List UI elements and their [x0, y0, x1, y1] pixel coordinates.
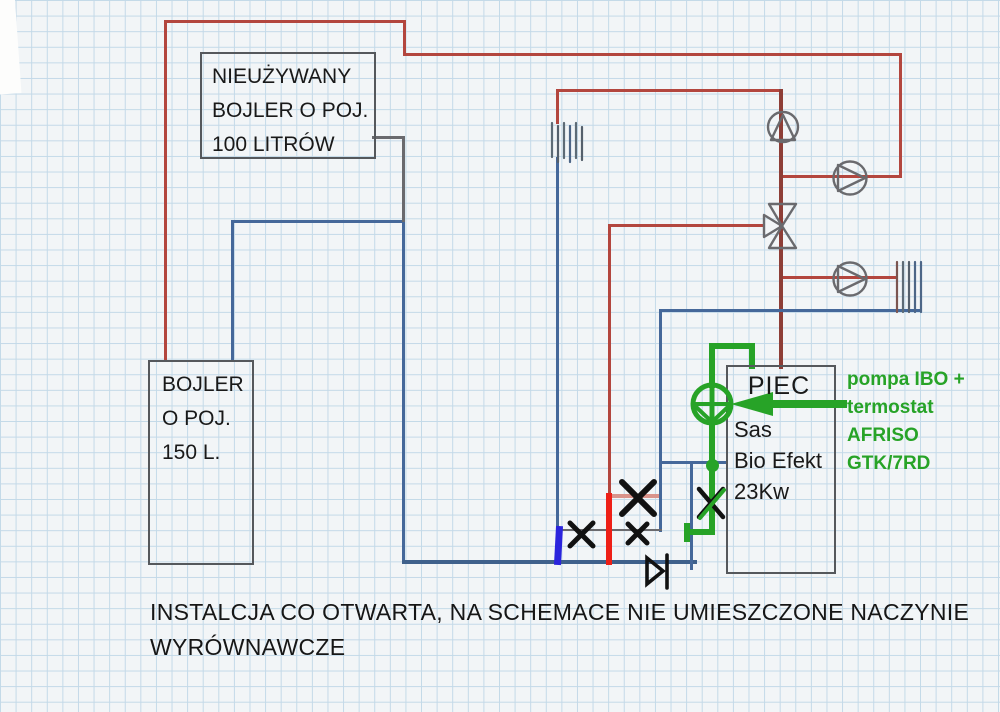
label-line: Sas	[734, 417, 772, 442]
pipe-hot-radiator1-feed	[556, 89, 559, 124]
pipe-hot-upper-branch	[781, 175, 902, 178]
pipe-hot-radiator2-feed	[781, 276, 898, 279]
bottom-note: INSTALCJA CO OTWARTA, NA SCHEMACE NIE UM…	[150, 595, 969, 665]
pipe-hot-to-boiler150	[164, 20, 167, 362]
pipe-hot-branch-drop	[608, 224, 611, 496]
pipe-return-bottom	[402, 560, 697, 564]
pipe-unused-boiler-out	[372, 136, 405, 139]
x-mark-valve-icon	[696, 486, 726, 520]
pipe-return-to-boiler150	[231, 220, 234, 362]
label-line: 150 L.	[162, 441, 221, 464]
note-line: GTK/7RD	[847, 453, 931, 474]
unused-boiler-label: NIEUŻYWANY BOJLER O POJ. 100 LITRÓW	[212, 60, 368, 162]
pipe-return-radiator2	[660, 309, 920, 312]
note-line: AFRISO	[847, 425, 919, 446]
boiler-150-box	[148, 360, 254, 565]
label-line: BOJLER	[162, 373, 244, 396]
label-line: BOJLER O POJ.	[212, 99, 369, 122]
three-way-valve-icon	[762, 202, 798, 250]
pipe-green-pump-feed	[709, 343, 715, 388]
pipe-green-drop	[709, 423, 715, 535]
radiator-icon	[895, 260, 923, 314]
x-mark-icon	[567, 520, 596, 549]
marker-red-segment	[606, 493, 612, 565]
unused-boiler-box	[200, 52, 376, 159]
furnace-box	[726, 365, 836, 574]
pipe-hot-top-step	[403, 20, 406, 56]
note-line: INSTALCJA CO OTWARTA, NA SCHEMACE NIE UM…	[150, 599, 970, 625]
pipe-unused-boiler-drop	[402, 136, 405, 222]
pipe-green-bend	[687, 529, 714, 535]
pipe-hot-mid	[557, 89, 783, 92]
junction-dot	[706, 459, 719, 472]
label-line: Bio Efekt	[734, 448, 823, 473]
label-line: 100 LITRÓW	[212, 133, 335, 156]
radiator-icon	[550, 121, 584, 164]
x-mark-icon	[619, 479, 657, 517]
pump-icon	[832, 261, 868, 297]
arrow-left-icon	[731, 392, 847, 416]
check-valve-icon	[645, 553, 669, 590]
pipe-green-end-cap	[684, 523, 690, 542]
pipe-hot-top-right	[403, 53, 902, 56]
x-mark-icon	[625, 521, 650, 546]
pipe-hot-valve-branch	[610, 224, 765, 227]
pipe-return-to-furnace	[659, 461, 727, 464]
pump-icon	[832, 160, 868, 196]
pipe-return-mid-drop	[659, 309, 662, 532]
pipe-hot-top-left	[165, 20, 406, 23]
boiler-150-label: BOJLER O POJ. 150 L.	[162, 368, 244, 470]
furnace-title: PIEC	[747, 372, 811, 400]
pump-icon	[766, 110, 800, 144]
furnace-label: Sas Bio Efekt 23Kw	[734, 414, 822, 507]
pipe-hot-right-drop	[899, 53, 902, 178]
label-line: 23Kw	[734, 479, 790, 504]
label-line: NIEUŻYWANY	[212, 65, 352, 88]
note-line: termostat	[847, 397, 934, 418]
pipe-return-furnace-drop	[690, 463, 693, 570]
note-line: WYRÓWNAWCZE	[150, 634, 346, 660]
pipe-return-radiator1	[556, 157, 559, 529]
pipe-return-upper-h	[232, 220, 405, 223]
scan-artifact	[0, 0, 22, 95]
pump-note: pompa IBO + termostat AFRISO GTK/7RD	[847, 366, 965, 478]
pipe-green-loop-top	[709, 343, 755, 349]
pipe-return-left-drop	[402, 220, 405, 563]
pipe-green-loop-right	[749, 343, 755, 369]
label-line: O POJ.	[162, 407, 231, 430]
note-line: pompa IBO +	[847, 369, 965, 390]
